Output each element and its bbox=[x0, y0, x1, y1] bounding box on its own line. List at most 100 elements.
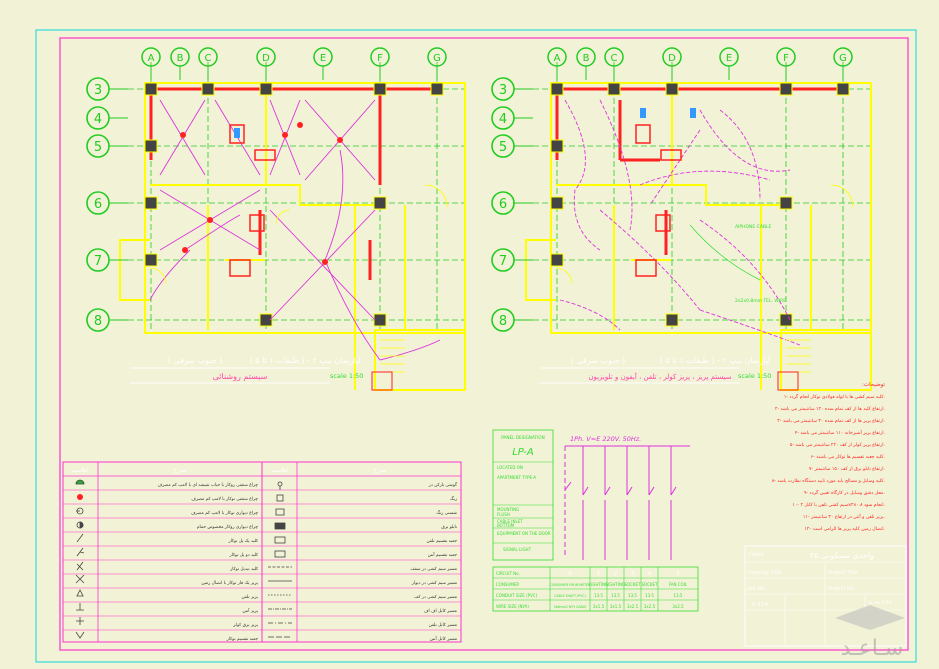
note-line: ۱- کلیه سیم کشی ها با لوله فولادی توکار … bbox=[784, 393, 885, 400]
grid-bubble-row-7: 7 bbox=[491, 248, 533, 272]
drawing-title-label: Drawing Title bbox=[748, 570, 781, 576]
right-plan-scale: scale 1:50 bbox=[738, 372, 771, 380]
legend-right-symbol-header: علامت bbox=[271, 466, 289, 474]
panel-designation-label: PANEL DESIGNATION bbox=[501, 435, 544, 440]
grid-bubble-d: D bbox=[662, 47, 682, 80]
grid-bubble-row-4: 4 bbox=[491, 106, 533, 130]
project-no-label: Project No. bbox=[828, 586, 855, 592]
left-plan-subtitle: سیستم روشنائی bbox=[213, 372, 268, 381]
legend-row-text: زنگ bbox=[450, 496, 457, 502]
circuit-table-row-label: WIRE SIZE (NYA) bbox=[496, 604, 529, 609]
panel-designation-value: LP-A bbox=[512, 447, 534, 458]
legend-row-text: پریز یک فاز توکار با اتصال زمین bbox=[201, 580, 258, 586]
light-fixtures bbox=[180, 122, 343, 265]
grid-bubble-label: D bbox=[262, 53, 270, 64]
circuit-table-cell: LIGHTING bbox=[606, 582, 625, 587]
grid-bubble-label: B bbox=[177, 53, 184, 64]
scale-label: Scale 1:50 bbox=[868, 600, 892, 606]
socket-wiring bbox=[559, 99, 801, 346]
single-line-diagram: 1Ph. V=E 220V. 50Hz. CIRCUIT No. CONSUMER… bbox=[492, 435, 699, 612]
breaker-2 bbox=[604, 446, 611, 560]
grid-bubble-row-3: 3 bbox=[491, 77, 533, 101]
located-on-value: APARTMENT TYPE-A bbox=[497, 475, 536, 480]
grid-bubble-label: G bbox=[433, 53, 441, 64]
circuit-table-cell: 3x2.5 bbox=[644, 604, 656, 609]
note-line: ۷- ارتفاع تابلو برق از کف ۱۵۰ سانتیمتر. bbox=[809, 466, 885, 472]
inner-frame bbox=[59, 37, 909, 651]
grid-bubble-label: 7 bbox=[499, 254, 507, 269]
door-swings bbox=[555, 184, 854, 285]
grid-lines bbox=[515, 62, 870, 330]
circuit-table-row-label: CIRCUIT No. bbox=[496, 571, 520, 576]
grid-bubble-label: D bbox=[668, 53, 676, 64]
circuit-table-cell: 13.5 bbox=[674, 593, 683, 598]
circuit-table-cell: 4 bbox=[648, 571, 652, 577]
circuit-table-row-label: CONDUIT SIZE (PVC) bbox=[496, 593, 538, 598]
cable-inlet-value: BOTTOM bbox=[497, 523, 515, 528]
grid-bubble-c: C bbox=[198, 47, 218, 80]
breaker-3 bbox=[626, 446, 633, 560]
grid-bubble-label: 8 bbox=[499, 314, 507, 329]
aiphone-cable-label: AIPHONE CABLE bbox=[735, 224, 771, 230]
grid-bubble-g: G bbox=[833, 47, 853, 80]
job-no-label: Job No. bbox=[747, 586, 766, 592]
grid-bubble-row-7: 7 bbox=[86, 248, 128, 272]
lighting-wiring bbox=[149, 99, 441, 361]
note-line: ۳- ارتفاع پریز ها از کف تمام شده ۳۰ سانت… bbox=[777, 418, 885, 424]
located-on-label: LOCATED ON bbox=[497, 465, 523, 470]
left-plan-scale: scale 1:50 bbox=[330, 372, 363, 380]
circuit-table-cell: 3x1.5 bbox=[593, 604, 605, 609]
circuit-table-cell: 13.5 bbox=[628, 593, 637, 598]
grid-bubble-a: A bbox=[547, 47, 567, 80]
legend-right-symbols bbox=[268, 481, 292, 638]
circuit-table-cell: 13.5 bbox=[594, 593, 603, 598]
grid-bubble-g: G bbox=[427, 47, 447, 80]
grid-bubble-row-8: 8 bbox=[86, 308, 128, 332]
grid-bubble-label: 5 bbox=[94, 140, 102, 155]
breaker-branches bbox=[564, 446, 677, 560]
grid-bubble-label: 6 bbox=[499, 197, 507, 212]
sanitary-fixtures bbox=[640, 108, 696, 118]
grid-bubble-label: 4 bbox=[94, 112, 102, 127]
legend-row-text: پریز تلفن bbox=[241, 595, 258, 600]
circuit-table-cell: 0 bbox=[568, 571, 572, 577]
watermark-text: سـاعـد bbox=[841, 636, 904, 661]
grid-bubble-label: 6 bbox=[94, 197, 102, 212]
circuit-table-cell: 1 bbox=[597, 571, 601, 577]
mounting-value: FLUSH bbox=[497, 512, 510, 517]
note-line: ۶- کلیه جعبه تقسیم ها توکار می باشند. bbox=[811, 454, 885, 460]
watermark-logo: سـاعـد bbox=[835, 605, 905, 661]
grid-bubble-label: F bbox=[783, 53, 789, 64]
legend-left-symbols bbox=[75, 479, 85, 639]
grid-bubble-row-6: 6 bbox=[86, 191, 128, 215]
legend-row-text: چراغ سقفی روکار با حباب شیشه ای با لامپ … bbox=[158, 482, 259, 488]
legend-row-text: مسیر کابل تلفن bbox=[429, 622, 457, 628]
circuit-table-cell: FAN COIL bbox=[669, 582, 688, 587]
main-switch bbox=[564, 481, 572, 491]
circuit-table-row-label: CONSUMER bbox=[496, 582, 519, 587]
fixture-boxes bbox=[229, 124, 276, 277]
grid-bubble-b: B bbox=[170, 47, 190, 80]
legend-row-text: مسیر سیم کشی در سقف bbox=[410, 566, 457, 572]
circuit-table-cell: SOCKET bbox=[624, 582, 641, 587]
grid-bubble-a: A bbox=[141, 47, 161, 80]
legend-row-text: پریز آنتن bbox=[243, 608, 259, 614]
grid-bubble-e: E bbox=[719, 47, 739, 80]
legend-row-text: کلید یک پل توکار bbox=[228, 538, 259, 544]
grid-bubble-label: A bbox=[148, 53, 155, 64]
stair bbox=[380, 339, 405, 373]
shaft-hatch bbox=[777, 371, 799, 391]
grid-bubble-row-5: 5 bbox=[491, 134, 533, 158]
single-line-header: 1Ph. V=E 220V. 50Hz. bbox=[570, 435, 641, 443]
grid-bubble-label: 3 bbox=[499, 83, 507, 98]
tel-wire-label: 2x2x0.8mm TEL. WIRE bbox=[735, 298, 786, 304]
grid-bubble-label: C bbox=[205, 53, 212, 64]
shaft-hatch bbox=[371, 371, 393, 391]
grid-bubble-label: C bbox=[611, 53, 618, 64]
legend-row-text: جعبه تقسیم آنتن bbox=[428, 552, 458, 558]
circuit-table-cell: 13.5 bbox=[611, 593, 620, 598]
tel-cable bbox=[689, 224, 761, 281]
